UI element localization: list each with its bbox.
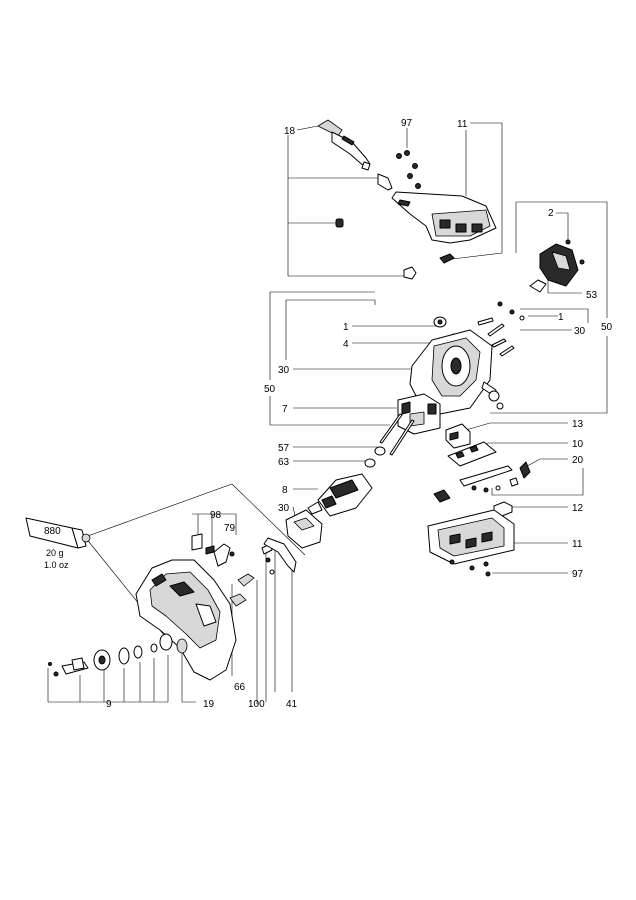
fan-washer-part [374, 446, 386, 456]
callout-41: 41 [286, 699, 298, 710]
bearing-ring-part [364, 458, 376, 468]
callout-30-left: 30 [278, 365, 290, 376]
electronics-board-part [447, 441, 497, 467]
callout-1-right: 1 [558, 312, 564, 323]
long-screws-part [379, 413, 415, 456]
callout-4: 4 [343, 339, 349, 350]
cable-sleeve-part [377, 173, 393, 191]
callout-97-lower: 97 [572, 569, 584, 580]
handle-cover-part [391, 191, 497, 244]
callout-7: 7 [282, 404, 288, 415]
callout-97-top: 97 [401, 118, 413, 129]
fan-cover-part [285, 509, 323, 549]
grease-code: 880 [44, 526, 61, 537]
motor-cap-part [539, 239, 585, 287]
callout-53: 53 [586, 290, 598, 301]
callout-8: 8 [282, 485, 288, 496]
callout-12: 12 [572, 503, 584, 514]
callout-10: 10 [572, 439, 584, 450]
gear-roller-part [159, 633, 188, 654]
callout-50-right: 50 [601, 322, 613, 333]
callout-20: 20 [572, 455, 584, 466]
drive-belt-part [263, 537, 297, 573]
screws-part-30-right [477, 301, 525, 357]
switch-part [445, 423, 471, 449]
callout-1-left: 1 [343, 322, 349, 333]
callout-19: 19 [203, 699, 215, 710]
armature-part [307, 473, 373, 517]
callout-50-left: 50 [264, 384, 276, 395]
callout-9: 9 [106, 699, 112, 710]
callout-18: 18 [284, 126, 296, 137]
callout-30-right: 30 [574, 326, 586, 337]
callout-11-top: 11 [457, 119, 468, 130]
brush-cap-part [529, 279, 547, 293]
carbon-brush-part [191, 533, 215, 555]
leader-lines [47, 122, 608, 704]
callout-98: 98 [210, 510, 222, 521]
callout-11-lower: 11 [572, 539, 583, 550]
bearing-set-part [93, 643, 158, 671]
switch-rail-part [433, 461, 531, 503]
callout-13: 13 [572, 419, 584, 430]
grease-tube-part [25, 517, 91, 549]
cable-clip-part [403, 266, 417, 280]
brush-holder-part [213, 543, 235, 567]
callout-labels: 18 97 11 2 53 50 1 30 1 4 30 50 7 13 10 … [44, 118, 613, 710]
pads-part [229, 573, 255, 607]
handle-insert-part [439, 253, 455, 264]
gear-housing-part [135, 559, 237, 681]
callout-57: 57 [278, 443, 290, 454]
screws-part-97-top [396, 150, 421, 189]
callout-66: 66 [234, 682, 246, 693]
callout-2: 2 [548, 208, 554, 219]
drive-shaft-part [48, 657, 89, 677]
callout-30-lower: 30 [278, 503, 290, 514]
callout-79: 79 [224, 523, 236, 534]
grease-ounces: 1.0 oz [44, 560, 69, 570]
bearing-part [433, 316, 447, 328]
motor-housing-part [409, 329, 504, 415]
cable-grommet-part [335, 218, 344, 228]
stator-part [397, 393, 441, 435]
callout-63: 63 [278, 457, 290, 468]
grease-weight: 20 g [46, 548, 64, 558]
lower-housing-part [427, 509, 515, 565]
power-cable-part [317, 119, 371, 171]
screws-part-97-lower [449, 559, 491, 577]
callout-100: 100 [248, 699, 265, 710]
